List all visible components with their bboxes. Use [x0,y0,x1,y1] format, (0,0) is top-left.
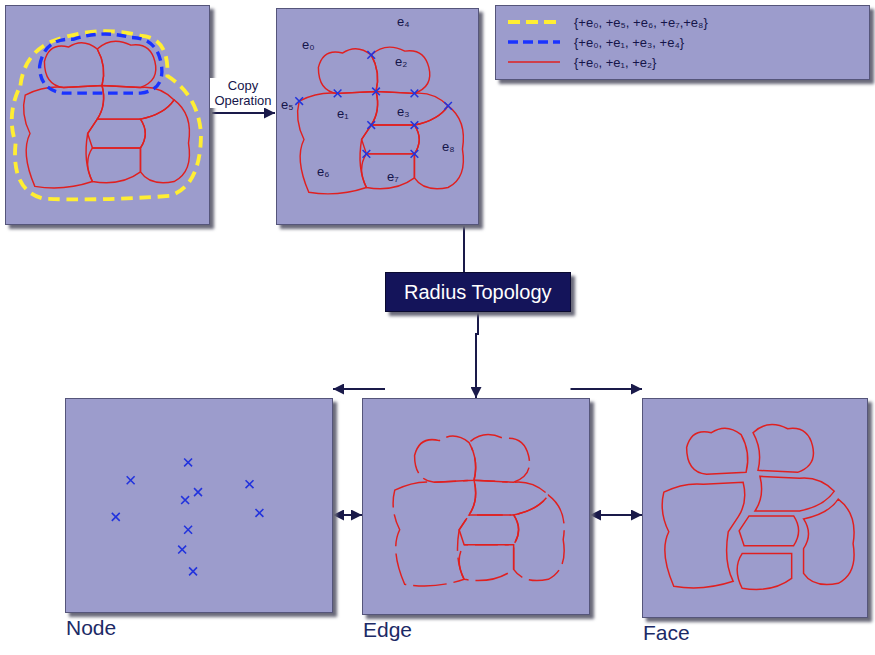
node-marks-drawing [66,399,332,612]
panel-heading: Node [66,616,116,640]
legend-sample [506,55,562,69]
copy-arrow [212,112,275,114]
legend-line [508,20,560,24]
edge-label: e₃ [397,104,410,120]
box-title: Radius Topology [404,281,552,303]
connector [571,388,642,390]
node-panel: Node [65,398,333,613]
edge-curves-drawing [363,399,589,614]
legend-text: {+e₀, +e₁, +e₂} [574,55,656,70]
source-map-panel [5,5,210,225]
connector [463,225,465,272]
face-regions-drawing [643,399,867,617]
edge-label: e₂ [395,54,407,70]
legend-line [508,61,560,63]
operation-label: Copy Operation [210,78,276,108]
legend-sample [506,35,562,49]
legend-row: {+e₀, +e₅, +e₆, +e₇,+e₈} [506,12,859,32]
edge-label: e₇ [387,169,399,185]
legend-text: {+e₀, +e₁, +e₃, +e₄} [574,35,684,50]
edge-label: e₆ [317,164,329,180]
face-panel: Face [642,398,868,618]
connector [333,388,385,390]
edge-label: e₁ [337,106,349,122]
legend-sample [506,15,562,29]
source-map-drawing [6,6,209,224]
panel-heading: Edge [363,618,412,642]
edge-label: e₄ [397,14,410,30]
connector [590,514,642,516]
panel-heading: Face [643,621,690,645]
edge-label: e₅ [281,97,293,113]
legend-row: {+e₀, +e₁, +e₂} [506,52,859,72]
legend-text: {+e₀, +e₅, +e₆, +e₇,+e₈} [574,15,708,30]
connector [476,312,478,398]
legend-row: {+e₀, +e₁, +e₃, +e₄} [506,32,859,52]
edge-label: e₈ [442,139,455,155]
connector [333,514,362,516]
edge-panel: Edge [362,398,590,615]
legend-line [508,40,560,44]
edge-map-panel: e₀ e₄ e₂ e₅ e₁ e₃ e₈ e₆ e₇ [276,8,479,225]
edge-label: e₀ [302,37,315,53]
legend-box: {+e₀, +e₅, +e₆, +e₇,+e₈} {+e₀, +e₁, +e₃, … [495,5,870,80]
radius-topology-box: Radius Topology [385,272,571,312]
